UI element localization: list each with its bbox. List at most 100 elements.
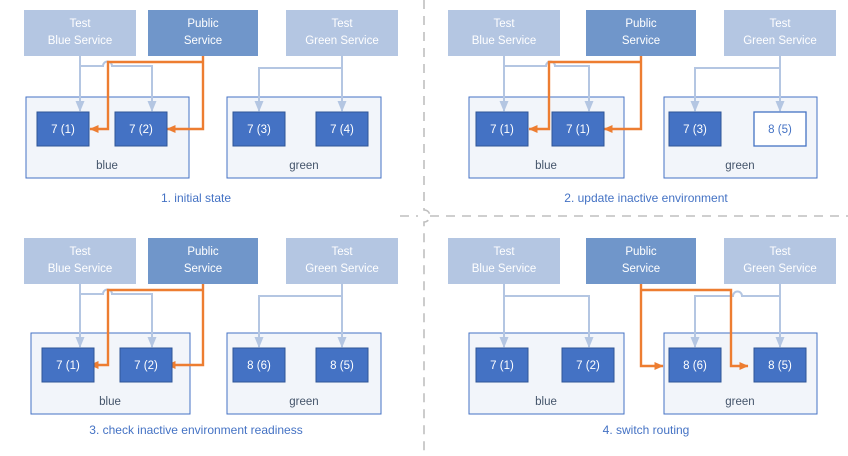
panel-2-test-green-service[interactable]: Test Green Service (724, 10, 836, 56)
panel-2-public-routing-arrows (528, 56, 643, 133)
panel-1-test-green-arrows (254, 56, 347, 112)
service-label-line1: Test (69, 18, 91, 30)
pod-label: 7 (1) (566, 124, 590, 136)
panel-1-public-service[interactable]: Public Service (148, 10, 258, 56)
env-label-green: green (725, 160, 754, 172)
panel-3-green-pod-1[interactable]: 8 (6) (232, 347, 286, 383)
panel-3-test-green-arrows (254, 284, 347, 348)
env-label-blue: blue (99, 396, 121, 408)
panel-3-green-pod-2[interactable]: 8 (5) (315, 347, 369, 383)
routing-arrow-to-blue-pod2 (603, 56, 643, 133)
pod-label: 7 (2) (129, 124, 153, 136)
panel-4-caption: 4. switch routing (603, 423, 690, 437)
panel-4-test-blue-service[interactable]: Test Blue Service (448, 238, 560, 284)
panel-1-green-pod-1[interactable]: 7 (3) (232, 111, 286, 147)
pod-label: 7 (2) (134, 360, 158, 372)
panel-4-green-pod-2[interactable]: 8 (5) (753, 347, 807, 383)
service-label-line1: Test (69, 246, 91, 258)
pod-label: 8 (5) (768, 360, 792, 372)
pod-label: 7 (3) (247, 124, 271, 136)
panel-dividers (400, 0, 848, 456)
panel-2-blue-pod-2[interactable]: 7 (1) (551, 111, 605, 147)
panel-2-test-green-arrows (690, 56, 785, 112)
pod-label: 7 (1) (51, 124, 75, 136)
panel-1-blue-pod-1[interactable]: 7 (1) (36, 111, 90, 147)
panel-4-green-pod-1[interactable]: 8 (6) (668, 347, 722, 383)
routing-arrow-to-blue-pod2 (166, 284, 205, 369)
routing-arrow-to-green-pod2 (641, 288, 749, 370)
env-label-green: green (289, 396, 318, 408)
panel-1-test-green-service[interactable]: Test Green Service (286, 10, 398, 56)
panel-4-blue-pod-1[interactable]: 7 (1) (475, 347, 529, 383)
panel-4-public-service[interactable]: Public Service (586, 238, 696, 284)
service-label-line2: Green Service (305, 35, 379, 47)
service-label-line1: Public (625, 18, 657, 30)
panel-1-caption: 1. initial state (161, 191, 231, 205)
routing-arrow-to-blue-pod2 (166, 56, 205, 133)
panel-1-green-pod-2[interactable]: 7 (4) (315, 111, 369, 147)
pod-label: 7 (3) (683, 124, 707, 136)
pod-label: 8 (5) (768, 124, 792, 136)
service-label-line1: Public (187, 18, 219, 30)
panel-3: Test Blue Service Public Service Test Gr… (24, 238, 398, 437)
pod-label: 8 (6) (247, 360, 271, 372)
pod-label: 7 (4) (330, 124, 354, 136)
service-label-line1: Test (493, 246, 515, 258)
panel-3-test-green-service[interactable]: Test Green Service (286, 238, 398, 284)
panel-1-blue-pod-2[interactable]: 7 (2) (114, 111, 168, 147)
panel-3-blue-pod-2[interactable]: 7 (2) (119, 347, 173, 383)
panel-1-test-blue-service[interactable]: Test Blue Service (24, 10, 136, 56)
panel-3-public-service[interactable]: Public Service (148, 238, 258, 284)
panel-4-blue-pod-2[interactable]: 7 (2) (561, 347, 615, 383)
service-label-line2: Blue Service (48, 35, 113, 47)
panel-3-blue-pod-1[interactable]: 7 (1) (41, 347, 95, 383)
arrow-test-green-to-pod1 (690, 290, 780, 348)
routing-arrow-to-green-pod1 (639, 284, 664, 370)
env-label-blue: blue (535, 160, 557, 172)
service-label-line2: Service (184, 35, 222, 47)
service-label-line2: Green Service (305, 263, 379, 275)
service-label-line2: Green Service (743, 35, 817, 47)
service-label-line1: Test (493, 18, 515, 30)
pod-label: 7 (1) (490, 124, 514, 136)
panel-4-test-blue-arrows (499, 284, 594, 348)
pod-label: 7 (1) (490, 360, 514, 372)
service-label-line2: Blue Service (472, 35, 537, 47)
service-label-line2: Green Service (743, 263, 817, 275)
service-label-line1: Test (769, 246, 791, 258)
panel-2-test-blue-service[interactable]: Test Blue Service (448, 10, 560, 56)
service-label-line2: Blue Service (472, 263, 537, 275)
panel-2: Test Blue Service Public Service Test Gr… (448, 10, 836, 205)
service-label-line1: Test (331, 246, 353, 258)
panel-2-public-service[interactable]: Public Service (586, 10, 696, 56)
routing-arrow-to-blue-pod1 (89, 288, 203, 369)
pod-label: 7 (2) (576, 360, 600, 372)
panel-1-public-routing-arrows (89, 56, 205, 133)
env-label-blue: blue (535, 396, 557, 408)
env-label-blue: blue (96, 160, 118, 172)
arrow-test-green-to-pod1 (254, 67, 342, 112)
panel-2-green-pod-1[interactable]: 7 (3) (668, 111, 722, 147)
service-label-line2: Service (184, 263, 222, 275)
panel-2-green-pod-2[interactable]: 8 (5) (753, 111, 807, 147)
panel-4-public-routing-arrows (639, 284, 749, 370)
vertical-divider (423, 0, 431, 456)
panel-2-blue-pod-1[interactable]: 7 (1) (475, 111, 529, 147)
panel-3-caption: 3. check inactive environment readiness (89, 423, 302, 437)
service-label-line2: Blue Service (48, 263, 113, 275)
panel-3-test-blue-service[interactable]: Test Blue Service (24, 238, 136, 284)
panel-2-caption: 2. update inactive environment (564, 191, 728, 205)
service-label-line2: Service (622, 263, 660, 275)
panel-1: Test Blue Service Public Service Test Gr… (24, 10, 398, 205)
pod-label: 8 (5) (330, 360, 354, 372)
arrow-test-green-to-pod1 (690, 67, 780, 112)
service-label-line1: Test (769, 18, 791, 30)
service-label-line1: Public (625, 246, 657, 258)
routing-arrow-to-blue-pod1 (528, 60, 641, 133)
panel-3-public-routing-arrows (89, 284, 205, 369)
panel-4-test-green-service[interactable]: Test Green Service (724, 238, 836, 284)
env-label-green: green (725, 396, 754, 408)
arrow-test-blue-to-pod2 (504, 295, 594, 348)
pod-label: 8 (6) (683, 360, 707, 372)
